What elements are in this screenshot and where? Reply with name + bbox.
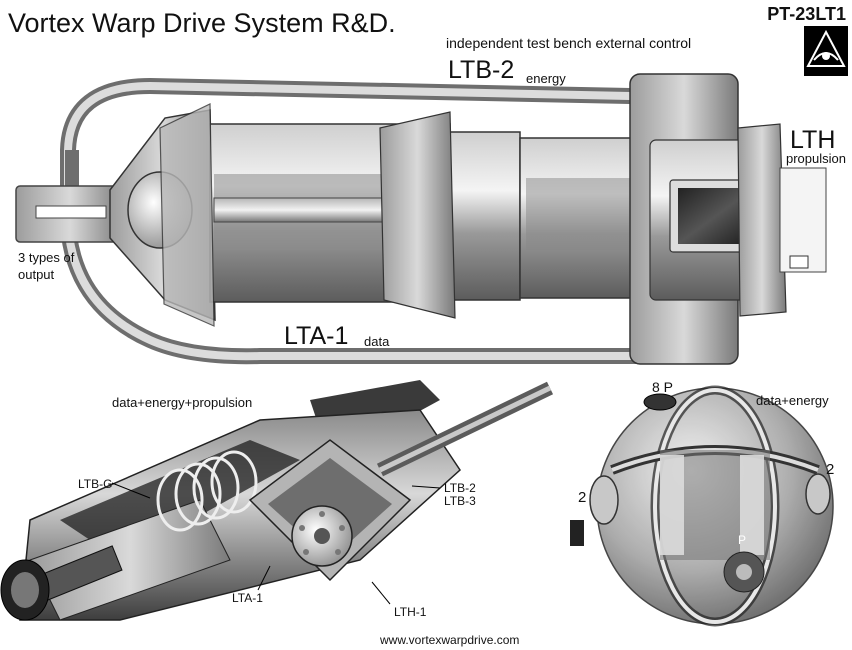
label-lta1-data: data	[364, 334, 390, 349]
caption-data-energy-propulsion: data+energy+propulsion	[112, 395, 253, 410]
label-output: 3 types of output	[18, 250, 75, 282]
label-ltb2-energy: energy	[526, 71, 566, 86]
caption-data-energy: data+energy	[756, 393, 829, 408]
label-8p: 8 P	[652, 379, 674, 395]
brand-logo	[804, 26, 848, 76]
cutaway-assembly	[0, 376, 560, 630]
label-left-2: 2	[578, 489, 587, 506]
label-ltb2-cutaway: LTB-2	[444, 481, 476, 495]
top-drive-assembly	[15, 73, 827, 365]
model-code: PT-23LT1	[767, 4, 846, 24]
sphere-assembly	[570, 385, 834, 627]
center-ring	[449, 131, 521, 301]
flange-left	[159, 103, 215, 327]
label-lth1: LTH-1	[394, 605, 427, 619]
label-right-2: 2	[826, 461, 835, 478]
triangle-logo-icon	[806, 29, 846, 67]
label-lta1-cutaway: LTA-1	[232, 591, 263, 605]
label-lth: LTH	[790, 126, 836, 154]
label-lth-propulsion: propulsion	[786, 151, 846, 166]
page-title: Vortex Warp Drive System R&D.	[8, 8, 396, 38]
website-link[interactable]: www.vortexwarpdrive.com	[380, 633, 520, 647]
right-port	[805, 473, 831, 515]
flange-middle	[379, 111, 456, 319]
label-ltb2: LTB-2	[448, 56, 515, 84]
label-ltbg: LTB-G	[78, 477, 113, 491]
left-port	[589, 475, 619, 525]
subtitle: independent test bench external control	[446, 35, 692, 51]
label-lta1: LTA-1	[284, 322, 349, 350]
label-p-marker: P	[738, 533, 747, 547]
top-port	[643, 393, 677, 411]
label-ltb3-cutaway: LTB-3	[444, 494, 476, 508]
side-panel	[779, 167, 827, 273]
